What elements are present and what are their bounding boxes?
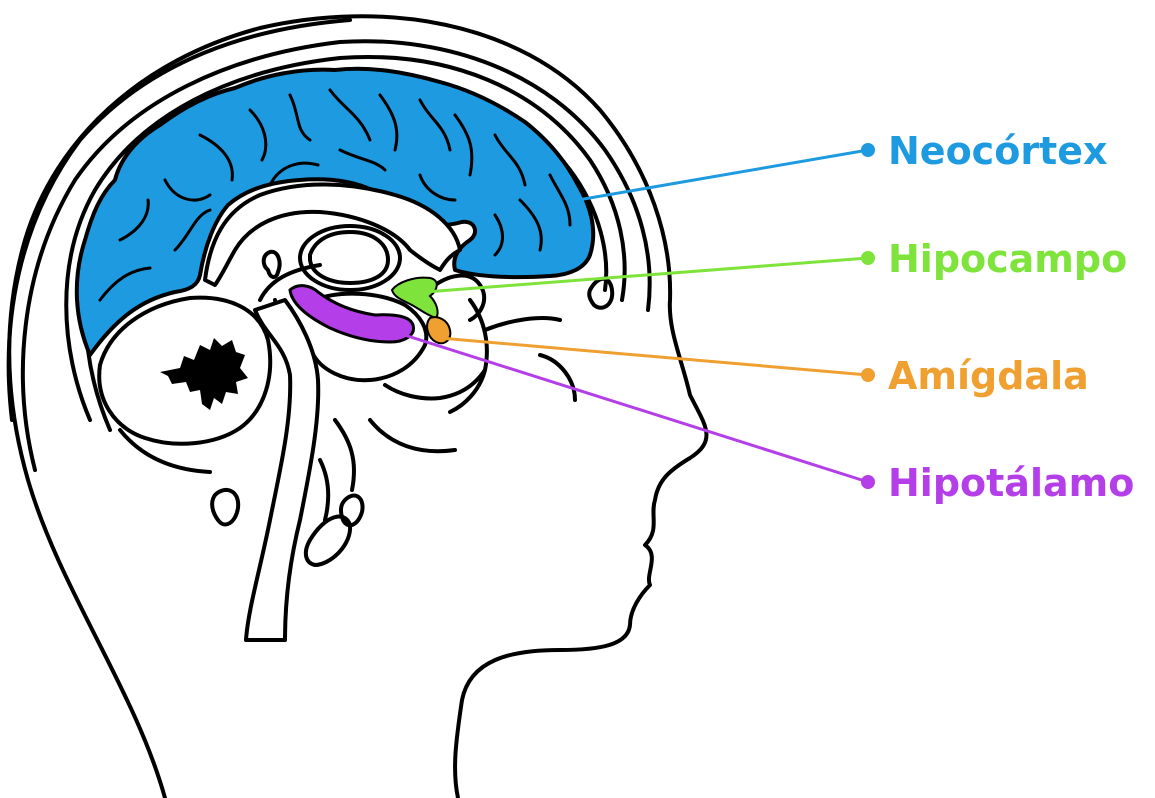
leader-dot-hippocampus	[861, 251, 875, 265]
labels: Neocórtex Hipocampo Amígdala Hipotálamo	[888, 129, 1134, 505]
label-hypothalamus: Hipotálamo	[888, 461, 1134, 505]
leader-dot-neocortex	[861, 143, 875, 157]
leader-line-amygdala	[440, 338, 868, 375]
label-amygdala: Amígdala	[888, 354, 1089, 398]
label-neocortex: Neocórtex	[888, 129, 1108, 173]
leader-dot-hypothalamus	[861, 475, 875, 489]
cerebellum	[99, 298, 270, 444]
label-hippocampus: Hipocampo	[888, 237, 1127, 281]
leader-dot-amygdala	[861, 368, 875, 382]
